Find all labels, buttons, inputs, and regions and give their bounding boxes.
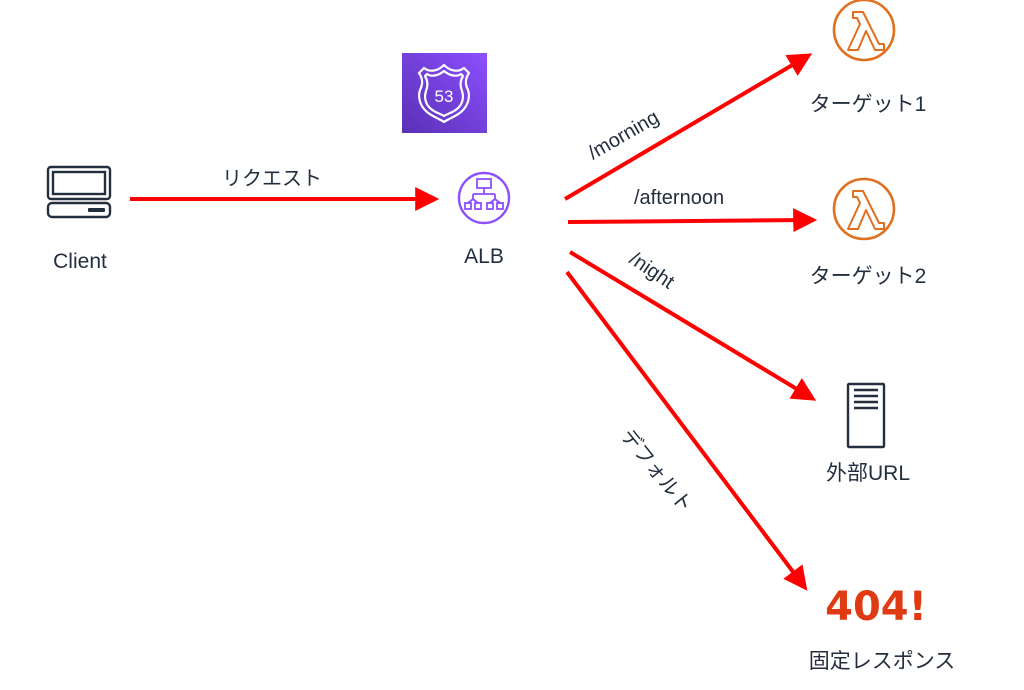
client-node[interactable]: Client	[46, 165, 112, 273]
lambda-glyph	[847, 11, 885, 51]
external-node[interactable]: 外部URL	[826, 382, 910, 485]
edge-label-night: /night	[625, 248, 678, 294]
drive-slot	[88, 208, 105, 212]
external-label: 外部URL	[826, 462, 910, 485]
edge-request: リクエスト	[130, 167, 440, 211]
edge-label-default: デフォルト	[616, 425, 697, 517]
shield-icon	[417, 63, 471, 124]
error-404-icon: 404!	[825, 584, 927, 630]
lambda-icon	[832, 0, 896, 62]
alb-icon	[457, 171, 511, 225]
route53-badge: 53	[435, 87, 454, 106]
client-label: Client	[53, 250, 107, 273]
arrow-night	[568, 250, 817, 401]
route53-node[interactable]: 53	[402, 53, 487, 133]
fixed-response-label: 固定レスポンス	[809, 650, 956, 673]
edge-afternoon: /afternoon	[567, 187, 818, 233]
arrow-morning	[563, 53, 813, 201]
desktop-computer-icon	[46, 165, 112, 219]
fixed-response-node[interactable]: 404! 固定レスポンス	[809, 584, 956, 673]
edge-default: デフォルト	[565, 270, 808, 591]
edge-label-afternoon: /afternoon	[634, 187, 724, 209]
alb-label: ALB	[464, 245, 504, 268]
arrow-default	[565, 270, 808, 591]
edge-morning: /morning	[563, 53, 813, 201]
target2-node[interactable]: ターゲット2	[810, 177, 927, 288]
lambda-glyph	[847, 190, 885, 230]
edge-label-morning: /morning	[585, 106, 663, 164]
server-document-icon	[846, 382, 886, 449]
lambda-icon	[832, 177, 896, 241]
hierarchy-icon	[464, 178, 504, 210]
target1-node[interactable]: ターゲット1	[810, 0, 927, 116]
target1-label: ターゲット1	[810, 93, 927, 116]
target2-label: ターゲット2	[810, 265, 927, 288]
arrow-afternoon	[567, 208, 818, 233]
alb-node[interactable]: ALB	[457, 171, 511, 268]
edge-label-request: リクエスト	[222, 167, 322, 190]
